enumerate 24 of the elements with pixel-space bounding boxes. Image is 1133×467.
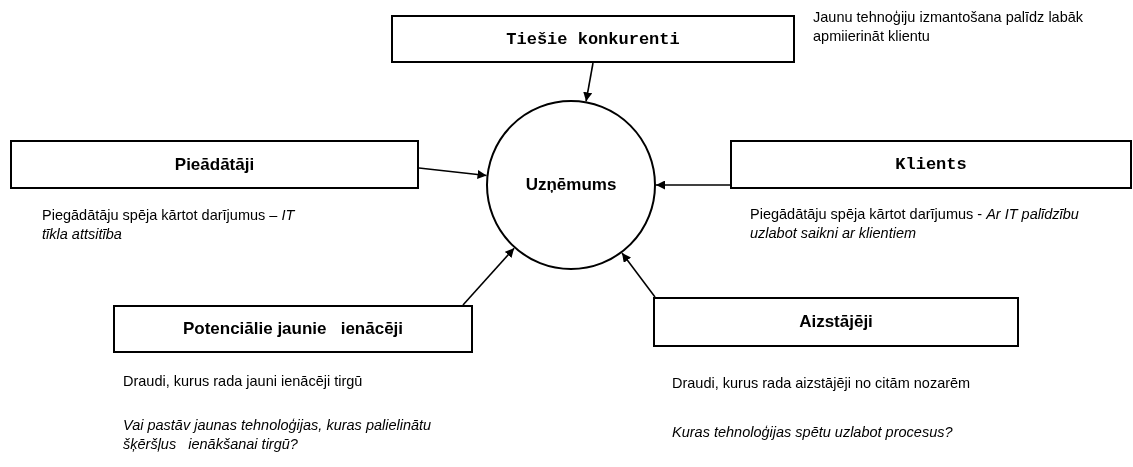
arrow bbox=[418, 167, 488, 179]
process-box bbox=[113, 305, 473, 353]
node-caption: Piegādātāju spēja kārtot darījumus – IT tīkla attsitība bbox=[42, 206, 296, 244]
process-box bbox=[391, 15, 795, 63]
node-title: Uzņēmums bbox=[525, 175, 617, 195]
node-title: Potenciālie jaunie ienācēji bbox=[182, 319, 404, 339]
process-box bbox=[730, 140, 1132, 189]
node-title: Tiešie konkurenti bbox=[506, 29, 680, 49]
arrow bbox=[462, 247, 515, 306]
node-caption: Draudi, kurus rada jauni ienācēji tirgū bbox=[123, 372, 364, 391]
node-title: Pieādātāji bbox=[174, 154, 255, 175]
circle-node bbox=[486, 100, 656, 270]
arrow bbox=[655, 180, 731, 190]
node-caption: Vai pastāv jaunas tehnoloģijas, kuras palielinātu šķēršļus ienākšanai tirgū? bbox=[123, 416, 433, 454]
arrow bbox=[621, 252, 656, 298]
process-box bbox=[653, 297, 1019, 347]
node-caption: Kuras tehnoloģijas spētu uzlabot procesus? bbox=[672, 423, 954, 442]
process-box bbox=[10, 140, 419, 189]
node-title: Aizstājēji bbox=[799, 312, 873, 332]
arrow bbox=[583, 62, 594, 103]
node-caption: Jaunu tehnoģiju izmantošana palīdz labāk apmiierināt klientu bbox=[813, 8, 1085, 46]
node-title: Klients bbox=[895, 155, 967, 174]
node-caption: Draudi, kurus rada aizstājēji no citām nozarēm bbox=[672, 374, 972, 393]
node-caption: Piegādātāju spēja kārtot darījumus - Ar IT palīdzību uzlabot saikni ar klientiem bbox=[750, 205, 1080, 243]
